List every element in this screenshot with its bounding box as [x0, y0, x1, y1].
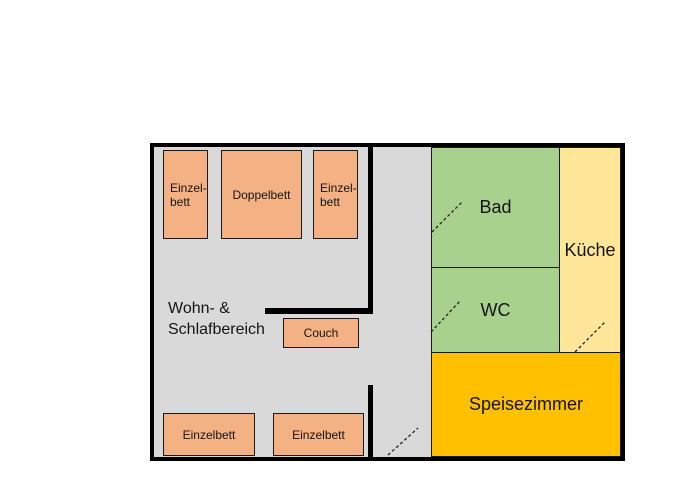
- wall-corridor-upper: [368, 147, 373, 314]
- wall-above-couch: [265, 308, 373, 314]
- couch: Couch: [283, 318, 359, 348]
- bed-einzelbett-bottom-left-label: Einzelbett: [182, 427, 236, 442]
- apartment-interior: Bad WC Küche Speisezimmer Einzel- bett D…: [154, 147, 621, 457]
- bed-doppelbett-label: Doppelbett: [232, 187, 291, 202]
- bed-einzelbett-bottom-right: Einzelbett: [273, 413, 364, 456]
- bed-einzelbett-bottom-left: Einzelbett: [163, 413, 255, 456]
- room-bad: Bad: [431, 147, 560, 268]
- bed-einzelbett-top-right-label: Einzel- bett: [320, 180, 357, 209]
- bed-einzelbett-top-right: Einzel- bett: [313, 150, 358, 239]
- bed-einzelbett-top-left: Einzel- bett: [163, 150, 208, 239]
- room-bad-label: Bad: [479, 197, 512, 217]
- wall-corridor-lower: [368, 385, 373, 457]
- room-kueche-label: Küche: [564, 239, 616, 260]
- room-wc-label: WC: [480, 299, 511, 320]
- bed-doppelbett: Doppelbett: [221, 150, 302, 239]
- bed-einzelbett-top-left-label: Einzel- bett: [170, 180, 207, 209]
- room-kueche: Küche: [559, 147, 621, 353]
- living-sleeping-area-label: Wohn- & Schlafbereich: [168, 300, 265, 338]
- door-swing-entrance: [387, 427, 419, 456]
- couch-label: Couch: [303, 326, 339, 340]
- room-speisezimmer: Speisezimmer: [431, 352, 621, 457]
- room-wc: WC: [431, 267, 560, 353]
- apartment-outline: Bad WC Küche Speisezimmer Einzel- bett D…: [150, 143, 625, 461]
- room-speisezimmer-label: Speisezimmer: [468, 394, 584, 414]
- bed-einzelbett-bottom-right-label: Einzelbett: [292, 427, 345, 442]
